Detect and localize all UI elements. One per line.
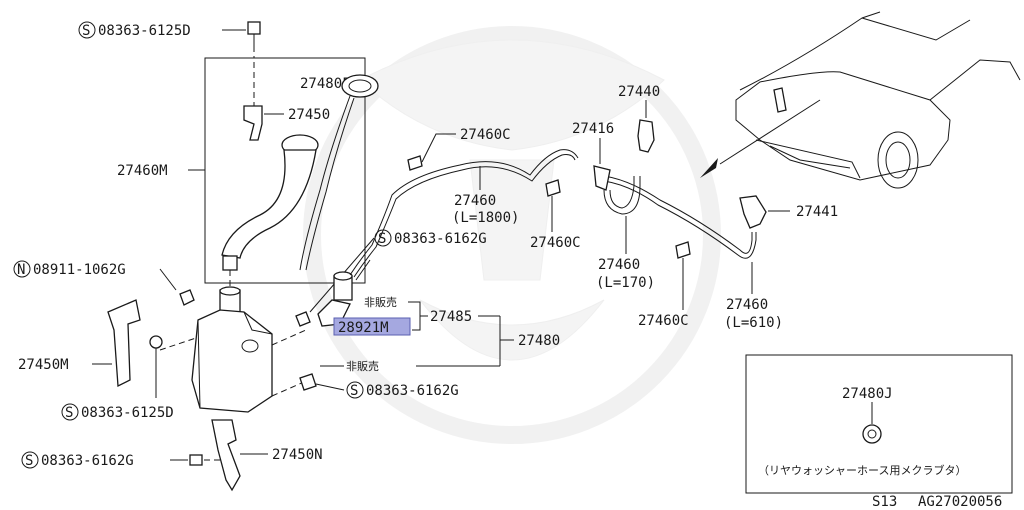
cap-callout: 27480F <box>299 74 379 271</box>
watermark-emblem <box>303 26 721 444</box>
label-clip-mid: 27460C <box>530 235 581 251</box>
nut-left-icon <box>179 289 195 306</box>
label-hose-610-len: (L=610) <box>724 315 783 331</box>
label-filler-neck: 27460M <box>117 163 168 179</box>
nozzle-top-callout: 27440 <box>618 84 660 153</box>
bracket-small-icon <box>243 105 263 141</box>
clip-lower-callout: 27460C <box>638 241 691 329</box>
label-cap: 27480F <box>300 76 351 92</box>
label-bolt-top: 08363-6125D <box>98 23 191 39</box>
label-pump-part: 28921M <box>338 320 389 336</box>
label-bolt-pump: 08363-6162G <box>394 231 487 247</box>
bracket-small-callout: 27450 <box>243 62 330 141</box>
label-bolt-bottom: 08363-6162G <box>41 453 134 469</box>
label-hose-610: 27460 <box>726 297 768 313</box>
hose-network <box>349 149 757 278</box>
filler-neck-icon <box>221 149 317 259</box>
code-prefix: S13 <box>872 494 897 510</box>
joint-icon <box>593 165 611 191</box>
nozzle-right-callout: 27441 <box>739 195 838 229</box>
label-hose-170: 27460 <box>598 257 640 273</box>
nut-left-callout: N 08911-1062G <box>13 260 195 306</box>
inset-cap-icon <box>862 424 882 444</box>
label-inset-note: （リヤウォッシャーホース用メクラブタ） <box>758 463 966 477</box>
hose-1800-callout: 27460 (L=1800) <box>452 166 519 226</box>
label-clip-lower: 27460C <box>638 313 689 329</box>
circled-n-icon: N <box>17 262 25 278</box>
arrow-icon <box>700 158 718 178</box>
circled-s-icon: S <box>82 23 90 39</box>
label-bracket-small: 27450 <box>288 107 330 123</box>
joint-callout: 27416 <box>572 121 614 191</box>
circled-s-icon: S <box>350 383 358 399</box>
clip-upper-callout: 27460C <box>407 127 511 171</box>
bolt-top-icon <box>247 21 261 35</box>
label-bracket-bottom: 27450N <box>272 447 323 463</box>
inset-box: 27480J （リヤウォッシャーホース用メクラブタ） <box>745 354 1013 494</box>
hose-610-callout: 27460 (L=610) <box>724 262 783 331</box>
diagram-code: AG27020056 <box>918 494 1002 510</box>
filler-neck-callout: 27460M <box>117 134 319 290</box>
bolt-pump-icon <box>295 311 311 327</box>
nozzle-right-icon <box>739 195 767 229</box>
clip-lower-icon <box>675 241 691 259</box>
bracket-left-callout: 27450M <box>18 299 141 388</box>
label-clip-upper: 27460C <box>460 127 511 143</box>
circled-s-icon: S <box>25 453 33 469</box>
label-not-for-sale-2: 非販売 <box>346 360 379 373</box>
clip-mid-icon <box>545 179 561 197</box>
washer-tank <box>159 286 307 413</box>
pump-callout: S 08363-6162G 非販売 28921M 27485 27480 非販売 <box>295 229 560 373</box>
highlight-28921m <box>333 317 411 336</box>
label-nozzle-right: 27441 <box>796 204 838 220</box>
label-inset-part: 27480J <box>842 386 893 402</box>
bolt-tank-right-callout: S 08363-6162G <box>299 373 459 399</box>
bolt-top-callout: S 08363-6125D <box>78 21 261 58</box>
label-joint: 27416 <box>572 121 614 137</box>
car-illustration <box>700 11 1021 189</box>
label-assy-pump: 27485 <box>430 309 472 325</box>
label-bolt-tank-right: 08363-6162G <box>366 383 459 399</box>
cap-icon <box>341 74 379 98</box>
bolt-bottom-icon <box>189 454 203 466</box>
circled-s-icon: S <box>65 405 73 421</box>
bolt-left-callout: S 08363-6125D <box>61 335 174 421</box>
bracket-left-icon <box>107 299 141 388</box>
nozzle-top-icon <box>637 119 655 153</box>
bracket-bottom-icon <box>211 419 241 492</box>
bolt-left-icon <box>149 335 163 349</box>
clip-upper-icon <box>407 155 423 171</box>
bolt-tank-right-icon <box>299 373 317 391</box>
label-bracket-left: 27450M <box>18 357 69 373</box>
circled-s-icon: S <box>378 231 386 247</box>
label-nozzle-top: 27440 <box>618 84 660 100</box>
label-not-for-sale-1: 非販売 <box>364 296 397 309</box>
label-nut-left: 08911-1062G <box>33 262 126 278</box>
label-hose-1800-len: (L=1800) <box>452 210 519 226</box>
label-assy-tank: 27480 <box>518 333 560 349</box>
clip-mid-callout: 27460C <box>530 179 581 251</box>
tank-body-icon <box>191 309 273 413</box>
label-hose-170-len: (L=170) <box>596 275 655 291</box>
label-bolt-left: 08363-6125D <box>81 405 174 421</box>
bracket-bottom-callout: 27450N S 08363-6162G <box>21 419 323 492</box>
hose-170-callout: 27460 (L=170) <box>596 216 655 291</box>
label-hose-1800: 27460 <box>454 193 496 209</box>
